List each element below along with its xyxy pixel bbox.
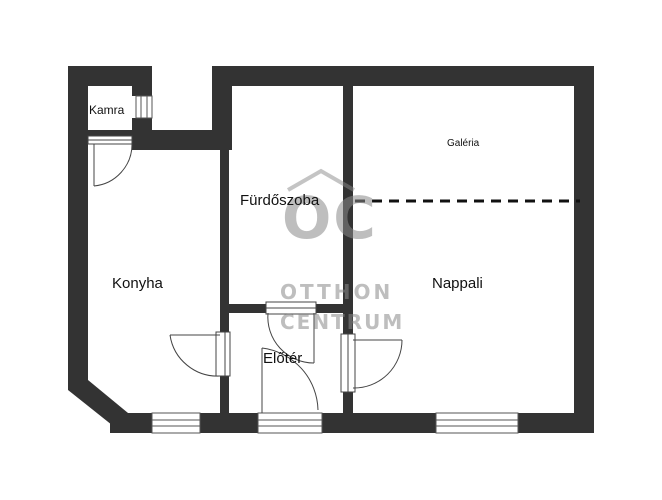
room-label-konyha: Konyha: [112, 275, 163, 292]
watermark-line2: CENTRUM: [280, 310, 405, 334]
windows: [135, 95, 519, 434]
doors: [87, 135, 403, 413]
watermark-mark: OC: [282, 184, 378, 252]
watermark-roof-icon: [287, 168, 355, 192]
outer-walls: [68, 66, 594, 433]
room-label-nappali: Nappali: [432, 275, 483, 292]
window-kitchen: [151, 412, 201, 434]
window-living: [435, 412, 519, 434]
room-label-kamra: Kamra: [89, 103, 125, 117]
watermark-line1: OTTHON: [280, 280, 394, 304]
door-entrance: [261, 347, 319, 413]
door-living: [340, 333, 403, 393]
room-label-furdoszoba: Fürdőszoba: [240, 192, 320, 209]
room-label-eloter: Előtér: [263, 350, 303, 367]
room-label-galeria: Galéria: [447, 138, 480, 149]
door-kitchen: [169, 331, 231, 377]
inner-walls: [220, 86, 353, 416]
window-entry: [257, 412, 323, 434]
door-bathroom: [265, 301, 317, 364]
window-kamra: [135, 95, 153, 119]
door-kamra: [87, 135, 133, 187]
